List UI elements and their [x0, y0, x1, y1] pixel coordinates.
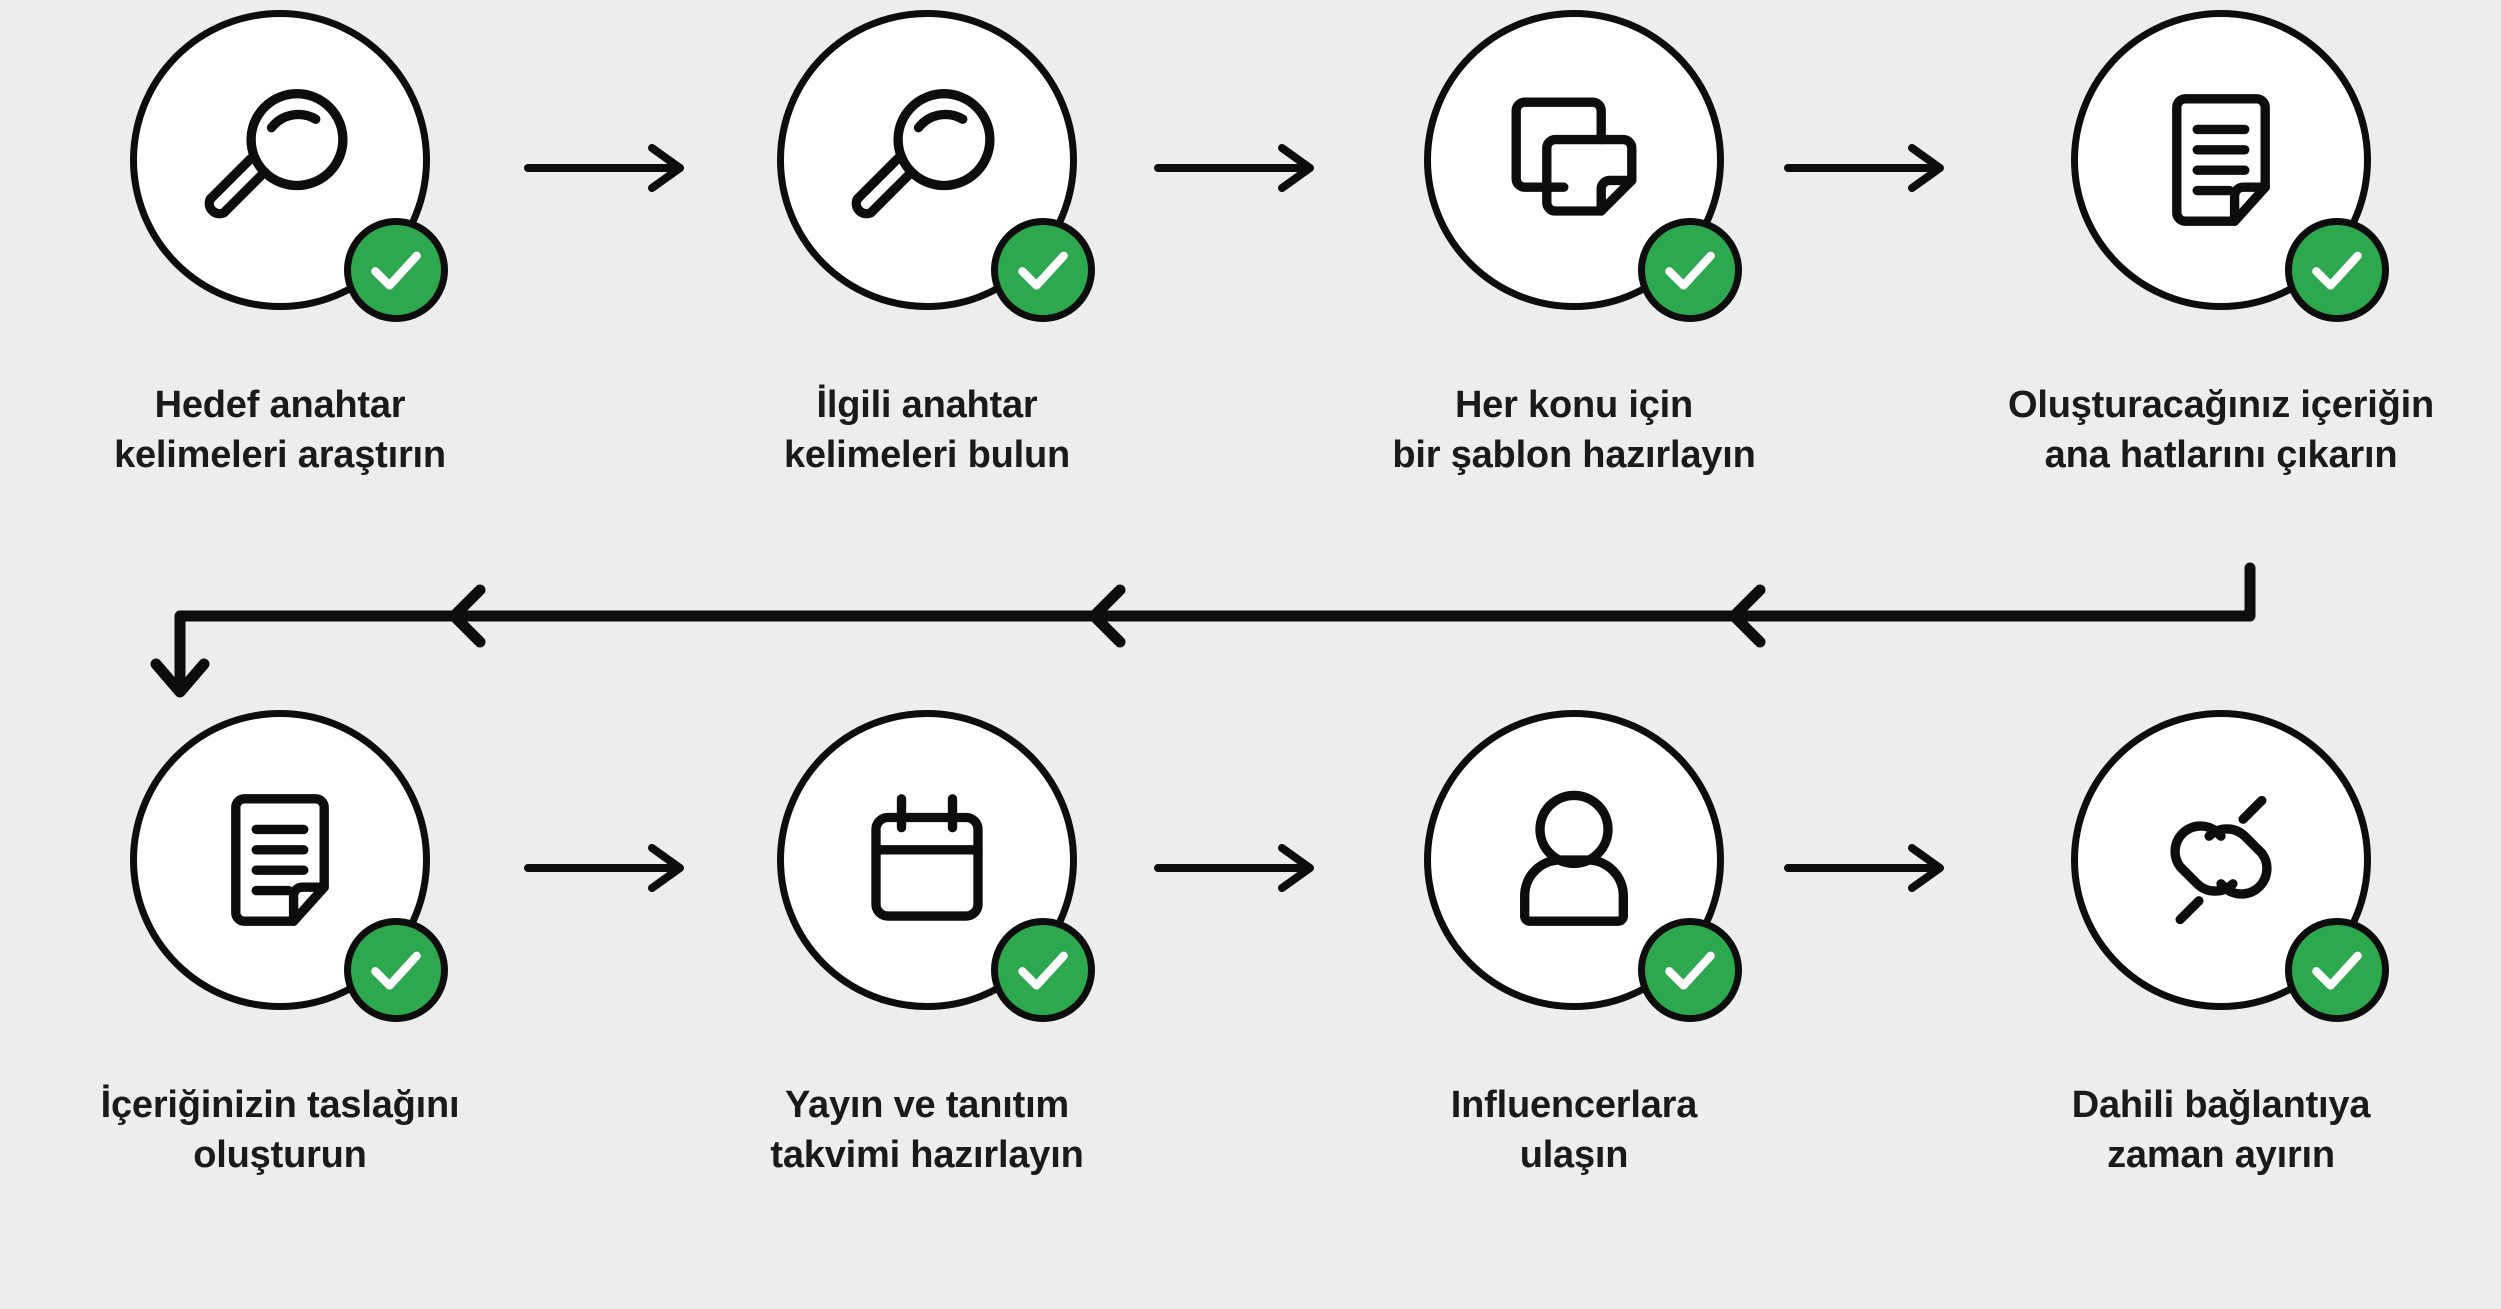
status-badge-complete — [2285, 918, 2389, 1022]
status-badge-complete — [344, 218, 448, 322]
step-4-line-2: ana hatlarını çıkarın — [2044, 434, 2398, 477]
step-7-icon-bubble[interactable] — [1424, 710, 1742, 1022]
arrow-right-icon — [520, 838, 700, 898]
person-icon — [1489, 775, 1659, 945]
step-2-icon-bubble[interactable] — [777, 10, 1095, 322]
step-7-line-1: Influencerlara — [1450, 1084, 1698, 1126]
workflow-row-1: Hedef anahtar kelimeleri araştırın — [0, 10, 2501, 570]
bubble-circle — [1424, 10, 1724, 310]
step-4-caption: Oluşturacağınız içeriğin ana hatlarını ç… — [1991, 380, 2451, 480]
step-1-line-2: kelimeleri araştırın — [114, 434, 446, 477]
step-6-line-1: Yayın ve tanıtım — [784, 1084, 1070, 1126]
step-5-line-1: İçeriğinizin taslağını — [100, 1084, 460, 1126]
step-3-line-1: Her konu için — [1454, 384, 1694, 426]
step-4-icon-bubble[interactable] — [2071, 10, 2389, 322]
step-6-line-2: takvimi hazırlayın — [770, 1134, 1084, 1177]
step-8-caption: Dahili bağlantıya zaman ayırın — [1991, 1080, 2451, 1180]
step-8-line-2: zaman ayırın — [2107, 1134, 2335, 1177]
step-1-icon-bubble[interactable] — [130, 10, 448, 322]
step-7[interactable]: Influencerlara ulaşın — [1354, 710, 1794, 1180]
step-5-icon-bubble[interactable] — [130, 710, 448, 1022]
step-6-icon-bubble[interactable] — [777, 710, 1095, 1022]
bubble-circle — [130, 10, 430, 310]
step-6-caption: Yayın ve tanıtım takvimi hazırlayın — [697, 1080, 1157, 1180]
step-5-line-2: oluşturun — [193, 1134, 367, 1177]
step-8[interactable]: Dahili bağlantıya zaman ayırın — [2001, 710, 2441, 1180]
document-lines-icon — [195, 775, 365, 945]
step-1-line-1: Hedef anahtar — [154, 384, 406, 426]
magnifier-icon — [842, 75, 1012, 245]
status-badge-complete — [991, 918, 1095, 1022]
magnifier-icon — [195, 75, 365, 245]
step-1-caption: Hedef anahtar kelimeleri araştırın — [50, 380, 510, 480]
status-badge-complete — [1638, 218, 1742, 322]
step-3-line-2: bir şablon hazırlayın — [1392, 434, 1756, 477]
calendar-icon — [842, 775, 1012, 945]
arrow-left-down-icon — [120, 560, 2280, 720]
status-badge-complete — [1638, 918, 1742, 1022]
step-2-line-2: kelimeleri bulun — [783, 434, 1071, 477]
step-3-icon-bubble[interactable] — [1424, 10, 1742, 322]
status-badge-complete — [2285, 218, 2389, 322]
status-badge-complete — [344, 918, 448, 1022]
status-badge-complete — [991, 218, 1095, 322]
step-4-line-1: Oluşturacağınız içeriğin — [2008, 384, 2434, 426]
step-1[interactable]: Hedef anahtar kelimeleri araştırın — [60, 10, 500, 480]
step-6[interactable]: Yayın ve tanıtım takvimi hazırlayın — [707, 710, 1147, 1180]
arrow-right-icon — [1780, 838, 1960, 898]
arrow-right-icon — [520, 138, 700, 198]
chain-link-icon — [2136, 775, 2306, 945]
arrow-right-icon — [1150, 838, 1330, 898]
step-3[interactable]: Her konu için bir şablon hazırlayın — [1354, 10, 1794, 480]
step-3-caption: Her konu için bir şablon hazırlayın — [1344, 380, 1804, 480]
step-7-caption: Influencerlara ulaşın — [1344, 1080, 1804, 1180]
workflow-row-2: İçeriğinizin taslağını oluşturun — [0, 710, 2501, 1270]
arrow-right-icon — [1780, 138, 1960, 198]
stacked-templates-icon — [1489, 75, 1659, 245]
step-4[interactable]: Oluşturacağınız içeriğin ana hatlarını ç… — [2001, 10, 2441, 480]
step-7-line-2: ulaşın — [1519, 1134, 1629, 1177]
step-2[interactable]: İlgili anahtar kelimeleri bulun — [707, 10, 1147, 480]
step-5[interactable]: İçeriğinizin taslağını oluşturun — [60, 710, 500, 1180]
step-8-line-1: Dahili bağlantıya — [2071, 1084, 2371, 1126]
step-2-line-1: İlgili anahtar — [816, 384, 1038, 426]
step-2-caption: İlgili anahtar kelimeleri bulun — [697, 380, 1157, 480]
step-5-caption: İçeriğinizin taslağını oluşturun — [50, 1080, 510, 1180]
arrow-right-icon — [1150, 138, 1330, 198]
step-8-icon-bubble[interactable] — [2071, 710, 2389, 1022]
document-lines-icon — [2136, 75, 2306, 245]
